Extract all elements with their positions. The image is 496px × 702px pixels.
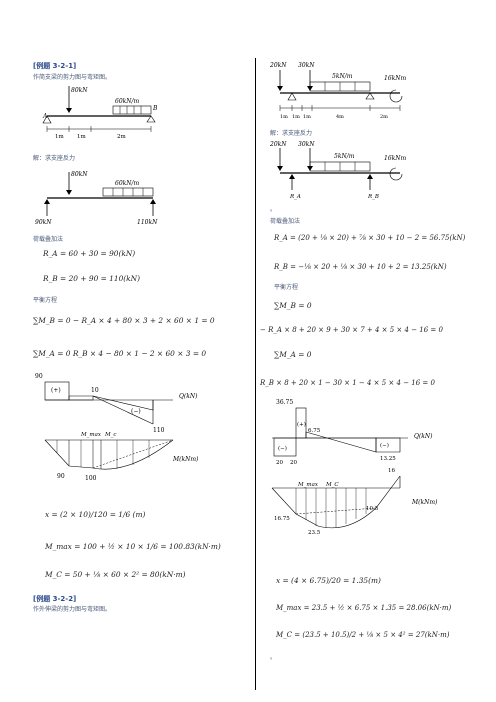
moment2-v1: 16 [388,468,395,474]
eq-mc-1: M_C = 50 + ⅛ × 60 × 2² = 80(kN·m) [45,570,186,579]
eq-mc-2: M_C = (23.5 + 10.5)/2 + ⅛ × 5 × 4² = 27(… [276,631,450,639]
moment2-mc: M_C [325,482,339,488]
fbd1-point-load: 80kN [71,171,88,178]
pin-support-icon [287,92,297,101]
sfd-bmd-diagram-1: 90 (+) 10 (−) 110 Q(kN) M_max [35,373,199,482]
beam2-load-p2: 30kN [298,62,315,69]
eq-ma-1: ∑M_A = 0 R_B × 4 − 80 × 1 − 2 × 60 × 3 =… [33,349,207,358]
moment1-v2: 100 [85,475,97,482]
eq-mmax-2: M_max = 23.5 + ½ × 6.75 × 1.35 = 28.06(k… [276,604,452,612]
moment-arrow-icon [389,89,403,103]
moment1-mmax: M_max [80,432,102,438]
eq-ra-2: R_A = (20 + ⅛ × 20) + ⅞ × 30 + 10 − 2 = … [274,234,466,242]
shear2-label: Q(kN) [414,433,433,440]
shear1-v1: 90 [35,373,43,380]
moment1-mc: M_c [104,432,116,438]
sfd-bmd-diagram-2: 36.75 (+) 6.75 (−) (−) 20 20 13.25 Q(kN)… [271,399,438,536]
shear2-v2: 6.75 [308,428,321,434]
example2-task: 作外伸梁的剪力图与弯矩图。 [33,606,112,613]
end-dot: 。 [270,654,277,661]
solution-label-1: 解：求支座反力 [33,155,76,162]
column-divider [255,58,256,690]
eq-mb-1: ∑M_B = 0 − R_A × 4 + 80 × 3 + 2 × 60 × 1… [33,316,215,325]
fbd2-ra: R_A [289,194,301,200]
beam1-dist-load: 60kN/m [115,98,140,105]
fbd1-diagram: 80kN 60kN/m 90kN 110kN [35,171,158,226]
support-b-label: B [152,105,158,112]
moment2-mmax: M_max [297,482,319,488]
moment2-v4: 23.5 [308,530,321,536]
eq-x-2: x = (4 × 6.75)/20 = 1.35(m) [276,576,381,585]
shear1-v2: 10 [91,387,99,394]
dot-1: 。 [270,206,277,213]
fbd2-moment: 16kNm [384,155,407,162]
shear2-v5: 13.25 [380,456,396,462]
shear2-v4: 20 [290,460,297,466]
shear1-minus: (−) [131,408,141,415]
moment1-v1: 90 [57,473,65,480]
eq-ra-1: R_A = 60 + 30 = 90(kN) [43,249,136,258]
example1-title: [例题 3-2-1] [33,62,77,70]
beam2-dim-4: 4m [336,114,344,120]
beam2-dim-5: 2m [380,114,388,120]
moment2-label: M(kNm) [411,499,438,506]
eq-rb-1: R_B = 20 + 90 = 110(kN) [43,274,140,283]
beam2-load-p1: 20kN [269,62,287,69]
beam2-diagram: 20kN 30kN 5kN/m 16kNm 1m 1m 1m [269,62,407,120]
eq-x-1: x = (2 × 10)/120 = 1/6 (m) [45,510,146,519]
shear1-v3: 110 [153,427,165,434]
eq-ma-head-2: ∑M_A = 0 [274,350,312,359]
eq-ma-2: R_B × 8 + 20 × 1 − 30 × 1 − 4 × 5 × 4 − … [260,379,435,387]
roller-support-icon [146,115,156,123]
fbd2-load-p1: 20kN [269,141,287,148]
roller-support-icon [365,92,375,100]
dim-2: 1m [77,134,86,140]
support-a-label: A [42,113,48,120]
shear2-v3: 20 [276,460,283,466]
superposition-label-2: 荷载叠加法 [270,218,301,225]
beam2-dim-2: 1m [292,114,300,120]
beam2-dim-3: 1m [303,114,311,120]
shear1-plus: (+) [51,387,61,394]
moment1-label: M(kNm) [172,456,199,463]
shear2-minus1: (−) [278,445,287,452]
example2-title: [例题 3-2-2] [33,595,77,603]
fbd2-diagram: 20kN 30kN 5kN/m 16kNm R_A R_B [269,141,407,200]
shear2-plus: (+) [297,421,306,428]
eq-mmax-1: M_max = 100 + ½ × 10 × 1/6 = 100.83(kN·m… [45,542,221,551]
beam2-dist-load: 5kN/m [332,73,353,80]
moment2-v3: 10.5 [366,506,379,512]
example1-task: 作简支梁的剪力图与弯矩图。 [33,74,112,81]
shear2-minus2: (−) [380,442,389,449]
beam1-diagram: 80kN 60kN/m A B 1m 1m 2m [42,86,158,140]
eq-rb-2: R_B = −⅛ × 20 + ⅛ × 30 + 10 + 2 = 13.25(… [274,263,447,271]
beam1-point-load: 80kN [71,87,88,94]
fbd2-load-p2: 30kN [298,141,315,148]
dim-1: 1m [55,134,64,140]
pin-support-icon [42,115,52,124]
solution-label-2: 解：求支座反力 [270,130,313,137]
superposition-label-1: 荷载叠加法 [33,236,64,243]
moment2-v2: 16.75 [274,516,290,522]
eq-mb-2: − R_A × 8 + 20 × 9 + 30 × 7 + 4 × 5 × 4 … [260,326,443,334]
equilibrium-label-1: 平衡方程 [33,297,58,304]
dim-3: 2m [117,134,126,140]
shear1-label: Q(kN) [179,393,198,400]
equilibrium-label-2: 平衡方程 [274,284,299,291]
eq-mb-head-2: ∑M_B = 0 [274,301,312,310]
fbd2-dist-load: 5kN/m [334,153,355,160]
shear2-v1: 36.75 [276,399,293,406]
beam2-moment: 16kNm [384,75,407,82]
fbd2-rb: R_B [367,194,379,200]
fbd1-dist-load: 60kN/m [115,180,140,187]
beam2-dim-1: 1m [280,114,288,120]
fbd1-reaction-right: 110kN [137,219,158,226]
fbd1-reaction-left: 90kN [35,219,52,226]
moment-arrow-icon [389,167,403,181]
